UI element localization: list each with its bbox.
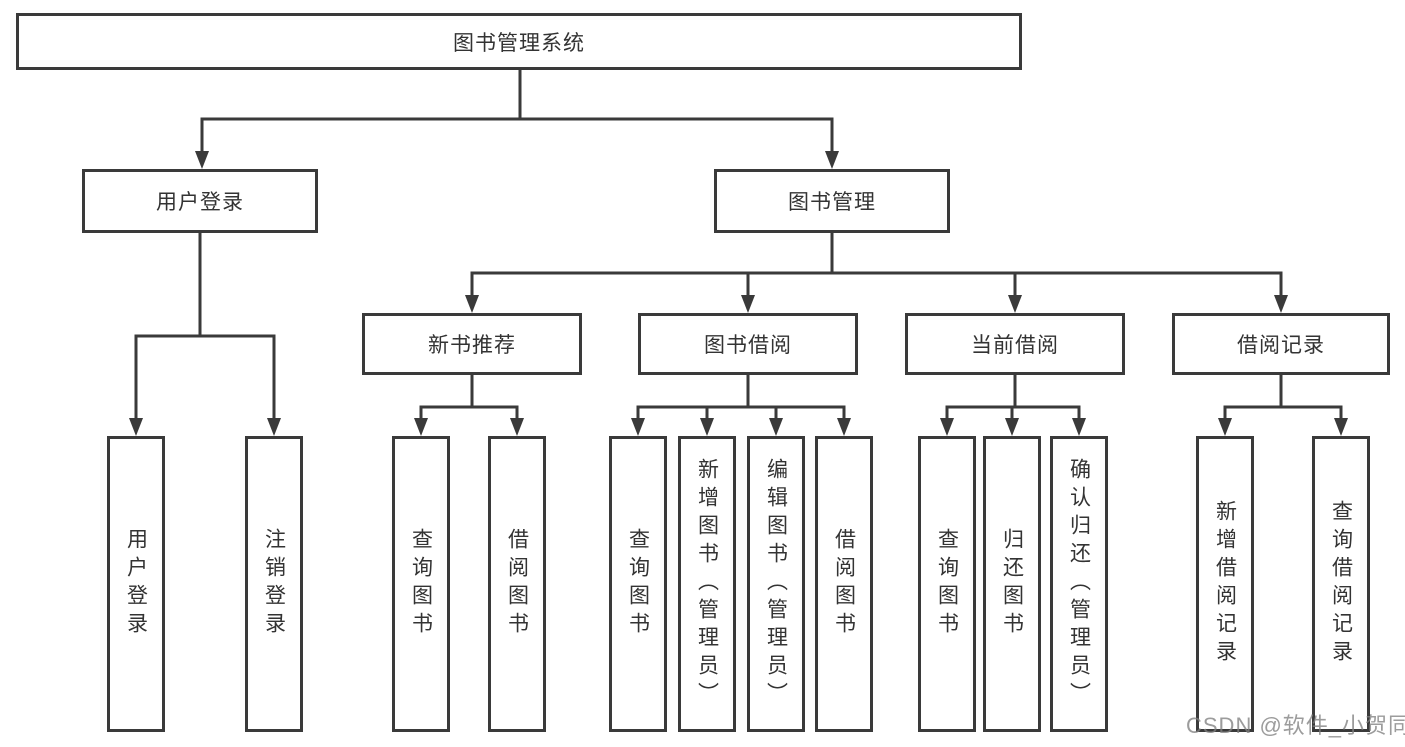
node-label: 查询图书 xyxy=(626,528,650,640)
node-label: 新增借阅记录 xyxy=(1213,500,1237,668)
node-label: 用户登录 xyxy=(156,191,244,214)
node-book-borrowing: 图书借阅 xyxy=(638,313,858,375)
leaf-borrow-books-borrowing: 借阅图书 xyxy=(815,436,873,732)
leaf-confirm-return-admin: 确认归还（管理员） xyxy=(1050,436,1108,732)
node-label: 借阅记录 xyxy=(1237,334,1325,357)
leaf-add-borrow-record: 新增借阅记录 xyxy=(1196,436,1254,732)
node-label: 注销登录 xyxy=(262,528,286,640)
node-label: 借阅图书 xyxy=(832,528,856,640)
node-label: 图书管理 xyxy=(788,191,876,214)
node-label: 用户登录 xyxy=(124,528,148,640)
leaf-edit-books-admin: 编辑图书（管理员） xyxy=(747,436,805,732)
leaf-search-books-recommend: 查询图书 xyxy=(392,436,450,732)
node-current-borrowing: 当前借阅 xyxy=(905,313,1125,375)
node-label: 查询借阅记录 xyxy=(1329,500,1353,668)
node-label: 确认归还（管理员） xyxy=(1067,458,1091,710)
node-label: 编辑图书（管理员） xyxy=(764,458,788,710)
leaf-user-login: 用户登录 xyxy=(107,436,165,732)
node-label: 图书借阅 xyxy=(704,334,792,357)
leaf-borrow-books-recommend: 借阅图书 xyxy=(488,436,546,732)
leaf-search-books-borrowing: 查询图书 xyxy=(609,436,667,732)
csdn-watermark: CSDN @软件_小贺同学 xyxy=(1186,713,1405,738)
node-label: 新增图书（管理员） xyxy=(695,458,719,710)
node-label: 当前借阅 xyxy=(971,334,1059,357)
leaf-logout: 注销登录 xyxy=(245,436,303,732)
node-library-management-system: 图书管理系统 xyxy=(16,13,1022,70)
node-label: 新书推荐 xyxy=(428,334,516,357)
node-label: 查询图书 xyxy=(409,528,433,640)
node-label: 借阅图书 xyxy=(505,528,529,640)
node-borrowing-records: 借阅记录 xyxy=(1172,313,1390,375)
leaf-add-books-admin: 新增图书（管理员） xyxy=(678,436,736,732)
arrowheads xyxy=(129,151,1348,436)
node-user-login: 用户登录 xyxy=(82,169,318,233)
leaf-search-books-current: 查询图书 xyxy=(918,436,976,732)
node-book-management: 图书管理 xyxy=(714,169,950,233)
leaf-return-books: 归还图书 xyxy=(983,436,1041,732)
leaf-search-borrow-record: 查询借阅记录 xyxy=(1312,436,1370,732)
node-label: 查询图书 xyxy=(935,528,959,640)
node-new-book-recommendation: 新书推荐 xyxy=(362,313,582,375)
node-label: 图书管理系统 xyxy=(453,31,585,55)
node-label: 归还图书 xyxy=(1000,528,1024,640)
